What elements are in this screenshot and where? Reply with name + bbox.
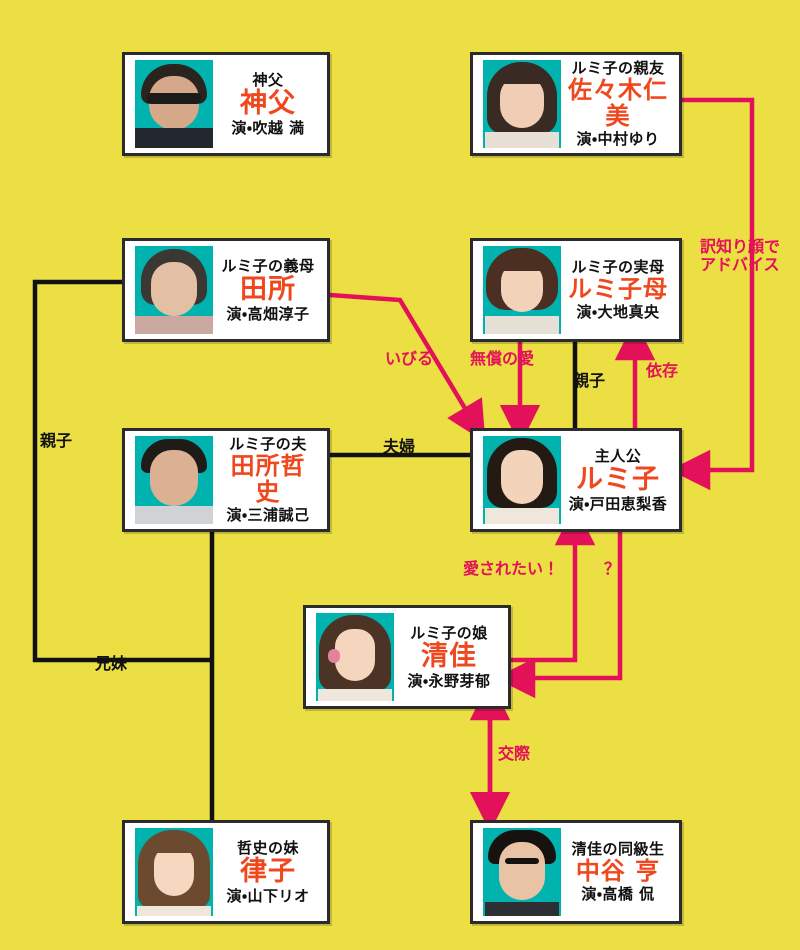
character-card-tetsushi[interactable]: ルミ子の夫 田所哲史 演・三浦誠己 — [122, 428, 330, 532]
character-card-shinpu[interactable]: 神父 神父 演・吹越 満 — [122, 52, 330, 156]
relation-label-aisaretai: 愛されたい！ — [463, 559, 560, 578]
role-label: ルミ子の実母 — [571, 258, 665, 277]
character-card-tadokoro[interactable]: ルミ子の義母 田所 演・高畑淳子 — [122, 238, 330, 342]
role-label: 神父 — [252, 70, 284, 89]
actor-label: 演・高橋 侃 — [581, 885, 655, 904]
character-name: 田所哲史 — [230, 451, 306, 506]
portrait-shinpu — [135, 60, 213, 148]
relation-label-kousai: 交際 — [498, 744, 531, 763]
relation-label-izon: 依存 — [646, 361, 679, 380]
actor-label: 演・高畑淳子 — [226, 305, 310, 324]
role-label: ルミ子の夫 — [229, 435, 307, 454]
actor-label: 演・大地真央 — [576, 303, 660, 322]
relation-label-wakeshiri: 訳知り顔で アドバイス — [700, 237, 781, 275]
relation-label-question: ？ — [604, 559, 621, 578]
character-card-haha[interactable]: ルミ子の実母 ルミ子母 演・大地真央 — [470, 238, 682, 342]
character-name: 律子 — [240, 855, 296, 887]
relation-label-oyako-right: 親子 — [573, 371, 606, 390]
role-label: ルミ子の義母 — [221, 256, 315, 275]
relation-label-kyoudai: 兄妹 — [95, 654, 128, 673]
role-label: 哲史の妹 — [236, 838, 299, 857]
role-label: ルミ子の親友 — [571, 59, 665, 78]
portrait-tadokoro — [135, 246, 213, 334]
role-label: 主人公 — [594, 446, 642, 465]
actor-label: 演・山下リオ — [226, 887, 310, 906]
black-wires — [32, 279, 578, 883]
relation-label-oyako-left: 親子 — [40, 431, 73, 450]
character-name: ルミ子 — [576, 463, 660, 495]
portrait-hitomi — [483, 60, 561, 148]
character-name: 神父 — [240, 87, 296, 119]
character-name: 佐々木仁美 — [568, 75, 668, 130]
role-label: 清佳の同級生 — [571, 840, 665, 859]
relation-label-fuufu: 夫婦 — [383, 437, 416, 456]
character-name: 中谷 亨 — [575, 856, 661, 885]
character-card-ritsuko[interactable]: 哲史の妹 律子 演・山下リオ — [122, 820, 330, 924]
character-card-hitomi[interactable]: ルミ子の親友 佐々木仁美 演・中村ゆり — [470, 52, 682, 156]
role-label: ルミ子の娘 — [410, 623, 488, 642]
portrait-ritsuko — [135, 828, 213, 916]
actor-label: 演・吹越 満 — [231, 119, 305, 138]
actor-label: 演・戸田恵梨香 — [568, 495, 668, 514]
actor-label: 演・中村ゆり — [576, 130, 660, 149]
character-name: 田所 — [240, 273, 296, 305]
relation-label-ibiru: いびる — [385, 349, 434, 368]
portrait-sayaka — [316, 613, 394, 701]
actor-label: 演・三浦誠己 — [226, 506, 310, 525]
red-wires — [329, 97, 755, 833]
actor-label: 演・永野芽郁 — [407, 672, 491, 691]
character-card-nakatani[interactable]: 清佳の同級生 中谷 亨 演・高橋 侃 — [470, 820, 682, 924]
portrait-rumiko — [483, 436, 561, 524]
portrait-nakatani — [483, 828, 561, 916]
character-card-rumiko[interactable]: 主人公 ルミ子 演・戸田恵梨香 — [470, 428, 682, 532]
character-name: 清佳 — [421, 640, 477, 672]
character-name: ルミ子母 — [568, 274, 668, 303]
portrait-haha — [483, 246, 561, 334]
character-card-sayaka[interactable]: ルミ子の娘 清佳 演・永野芽郁 — [303, 605, 511, 709]
relation-label-mushou: 無償の愛 — [470, 349, 535, 368]
portrait-tetsushi — [135, 436, 213, 524]
